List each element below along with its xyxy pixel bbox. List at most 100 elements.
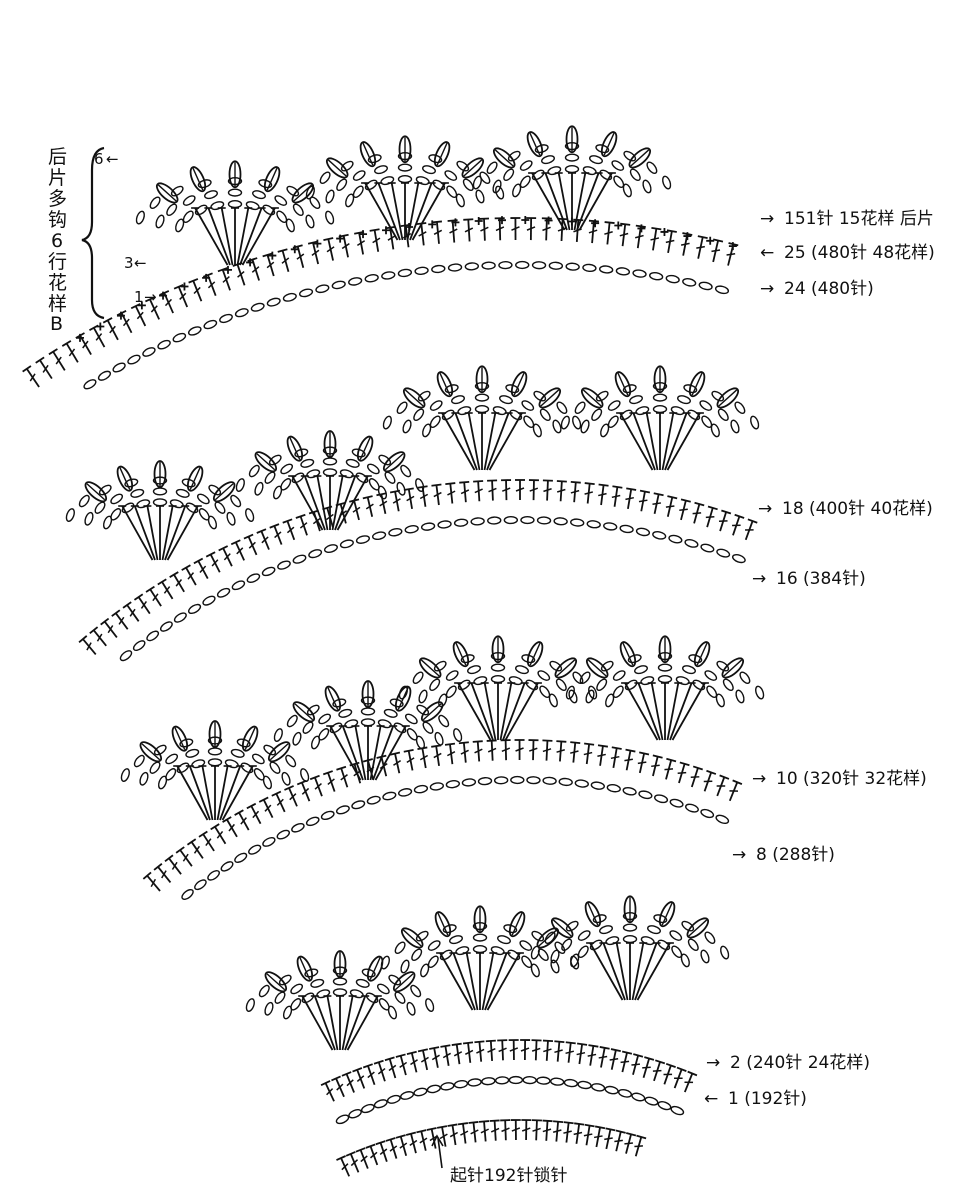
puff-stitch <box>186 465 204 492</box>
double-crochet <box>89 626 107 647</box>
chain-stitch <box>519 940 533 951</box>
chain-stitch <box>487 516 502 525</box>
double-crochet <box>631 1053 644 1075</box>
puff-stitch <box>433 141 451 168</box>
chain-stitch <box>365 992 379 1004</box>
chain-stitch <box>541 155 555 165</box>
chain-stitch <box>652 405 668 414</box>
chain-stitch <box>623 150 637 162</box>
chain-stitch <box>520 515 535 525</box>
puff-stitch <box>492 147 516 169</box>
single-crochet <box>202 273 211 282</box>
double-crochet <box>459 480 470 503</box>
puff-stitch-core <box>294 703 314 721</box>
chain-stitch <box>662 175 672 190</box>
chain-stitch <box>461 778 477 787</box>
puff-stitch <box>420 701 444 723</box>
chain-stitch <box>376 983 390 995</box>
puff-stitch-core <box>362 142 374 166</box>
fan-stem <box>346 995 379 1051</box>
chain-stitch <box>380 176 395 186</box>
chain-stitch <box>335 805 350 815</box>
double-crochet <box>683 1070 698 1093</box>
chain-stitch <box>102 515 113 530</box>
chain-stitch <box>110 508 122 521</box>
chain-stitch <box>570 518 585 527</box>
chain-stitch <box>669 930 683 941</box>
chain-stitch <box>473 676 488 686</box>
puff-stitch <box>686 917 710 939</box>
chain-stitch <box>415 478 425 492</box>
chain-stitch <box>182 195 196 206</box>
chain-stitch <box>600 423 610 438</box>
chain-stitch <box>149 761 161 774</box>
double-crochet <box>320 1080 335 1102</box>
double-crochet <box>620 1050 633 1073</box>
puff-stitch <box>436 371 454 398</box>
puff-stitch-core <box>214 483 234 501</box>
arrowhead <box>431 1134 444 1147</box>
fan-stem <box>164 505 187 561</box>
puff-stitch-core <box>556 659 576 677</box>
double-crochet <box>122 601 140 622</box>
chain-stitch <box>181 888 194 900</box>
chain-stitch <box>564 165 580 174</box>
fan-stem <box>615 942 629 1001</box>
double-crochet <box>186 838 204 859</box>
puff-stitch <box>325 157 349 179</box>
chain-stitch <box>410 984 422 998</box>
chain-stitch <box>474 405 490 414</box>
chain-stitch <box>176 762 190 774</box>
chain-stitch <box>300 768 310 782</box>
double-crochet <box>102 317 119 341</box>
puff-stitch-core <box>369 957 381 980</box>
double-crochet <box>494 217 505 241</box>
chain-stitch <box>512 183 522 198</box>
fan-stem <box>354 725 367 781</box>
puff-stitch-core <box>119 467 131 490</box>
single-crochet <box>474 216 483 225</box>
fan-stem <box>619 412 654 471</box>
fan-stem <box>369 725 382 781</box>
double-crochet <box>169 571 185 593</box>
fan-stem <box>483 412 497 471</box>
chain-stitch <box>449 935 463 945</box>
chain-stitch <box>227 188 243 197</box>
chain-stitch <box>110 493 124 505</box>
fan-stem <box>636 942 671 1001</box>
chain-stitch <box>716 660 730 672</box>
double-crochet <box>584 482 595 504</box>
fan-stem <box>219 765 242 821</box>
double-crochet <box>563 1121 574 1143</box>
chain-stitch <box>492 406 507 416</box>
arrow-right-icon: → <box>760 209 774 229</box>
chain-stitch <box>364 179 378 191</box>
chain-stitch <box>248 464 260 478</box>
chain-stitch <box>675 676 690 686</box>
back-piece-note: 后 片 多 钩 6 行 花 样 B <box>48 146 105 335</box>
chain-stitch <box>687 938 699 952</box>
chain-stitch <box>467 665 481 675</box>
chain-stitch <box>377 485 388 500</box>
double-crochet <box>193 557 209 579</box>
puff-stitch-core <box>439 372 451 396</box>
puff-stitch-core <box>299 957 311 980</box>
chain-stitch <box>157 339 171 350</box>
chain-stitch <box>224 759 239 769</box>
chain-stitch <box>550 1077 565 1086</box>
chain-stitch <box>611 160 625 171</box>
chain-stitch <box>433 660 447 672</box>
double-crochet <box>389 751 402 774</box>
chain-stitch <box>455 193 465 208</box>
fan-stem <box>146 505 159 561</box>
chain-stitch <box>203 319 218 330</box>
puff-stitch-core <box>529 642 541 666</box>
double-crochet <box>665 229 677 253</box>
chain-stitch <box>332 977 348 986</box>
fan-stem <box>194 207 229 266</box>
single-crochet <box>96 322 105 331</box>
chain-stitch <box>142 347 156 357</box>
puff-stitch <box>623 895 637 924</box>
chain-stitch <box>722 678 734 692</box>
chain-stitch <box>453 1079 469 1089</box>
